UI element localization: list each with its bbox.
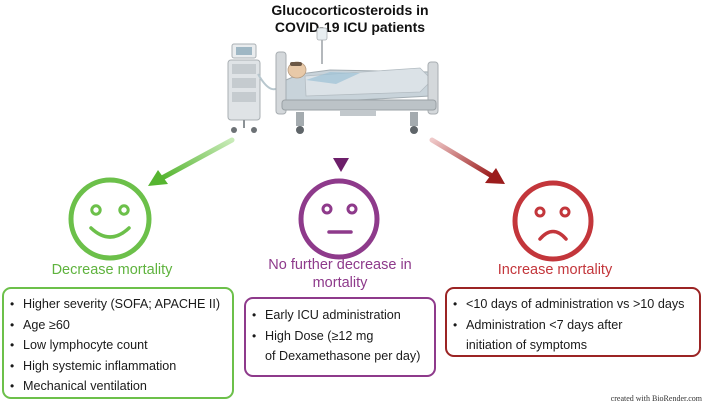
list-item-text: Administration <7 days after xyxy=(466,317,623,332)
list-item-text: Age ≥60 xyxy=(23,317,70,332)
arrow-to-no-change xyxy=(333,138,349,172)
outcome-label-no-change-line-1: No further decrease in xyxy=(268,257,412,273)
bullet: • xyxy=(10,297,15,311)
list-item-text: High systemic inflammation xyxy=(23,358,177,373)
bullet: • xyxy=(10,317,15,332)
list-item-text: Mechanical ventilation xyxy=(23,379,147,393)
no-change-factors-box: • Early ICU administration • High Dose (≥1… xyxy=(244,297,436,377)
list-item: • Age ≥60 xyxy=(10,315,224,336)
list-item-text: Higher severity (SOFA; APACHE II) xyxy=(23,297,221,311)
decrease-factors-list: • Higher severity (SOFA; APACHE II) • Age … xyxy=(10,294,224,397)
list-item-text-continued: initiation of symptoms xyxy=(466,338,588,352)
credit-text: created with BioRender.com xyxy=(610,394,702,403)
bullet: • xyxy=(252,328,257,343)
list-item: • High systemic inflammation xyxy=(10,356,224,377)
outcome-label-no-change: No further decrease in mortality xyxy=(240,256,440,292)
list-item: • High Dose (≥12 mg of Dexamethasone per d… xyxy=(252,326,426,367)
list-item-text-continued: of Dexamethasone per day) xyxy=(265,349,421,363)
list-item: • Low lymphocyte count xyxy=(10,335,224,356)
figure-title: Glucocorticosteroids in COVID-19 ICU pat… xyxy=(200,2,500,36)
list-item-text: Low lymphocyte count xyxy=(23,338,148,352)
smiley-neutral-icon xyxy=(298,178,380,260)
arrow-to-decrease xyxy=(148,137,235,186)
hospital-bed-icon xyxy=(227,27,439,134)
bullet: • xyxy=(10,358,15,373)
title-line-1: Glucocorticosteroids in xyxy=(271,2,429,18)
outcome-label-increase: Increase mortality xyxy=(497,262,613,278)
list-item: • Administration <7 days after initiation … xyxy=(453,315,691,356)
increase-factors-box: •<10 days of administration vs >10 days … xyxy=(445,287,701,357)
bullet: • xyxy=(252,308,257,322)
bullet: • xyxy=(10,338,15,352)
title-line-2: COVID-19 ICU patients xyxy=(274,19,426,35)
bullet: • xyxy=(453,317,458,332)
outcome-label-no-change-line-2: mortality xyxy=(312,275,368,291)
list-item: • Mechanical ventilation xyxy=(10,376,224,397)
increase-factors-list: •<10 days of administration vs >10 days … xyxy=(453,294,691,356)
list-item-text: <10 days of administration vs >10 days xyxy=(466,297,685,311)
list-item: • <10 days of administration vs >10 days xyxy=(453,294,691,315)
list-item: • Higher severity (SOFA; APACHE II) xyxy=(10,294,224,315)
arrow-to-increase xyxy=(429,137,505,184)
decrease-factors-box: • Higher severity (SOFA; APACHE II) • Age … xyxy=(2,287,234,399)
list-item-text: High Dose (≥12 mg xyxy=(265,328,374,343)
bullet: • xyxy=(10,379,15,393)
smiley-happy-icon xyxy=(68,177,152,261)
no-change-factors-list: • Early ICU administration • High Dose (≥1… xyxy=(252,305,426,367)
smiley-sad-icon xyxy=(512,180,594,262)
list-item: • Early ICU administration xyxy=(252,305,426,326)
list-item-text: Early ICU administration xyxy=(265,308,401,322)
outcome-label-decrease: Decrease mortality xyxy=(51,262,173,278)
bullet: • xyxy=(453,297,458,311)
